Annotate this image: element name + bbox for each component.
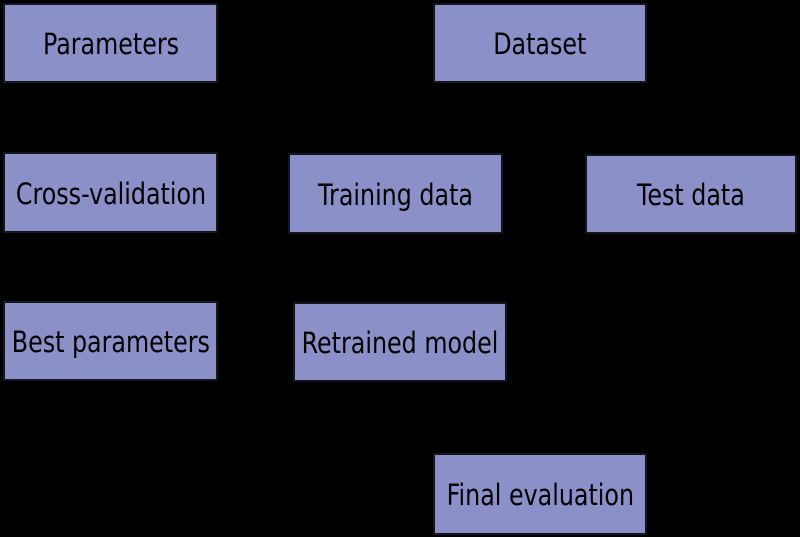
node-dataset-label: Dataset bbox=[493, 27, 587, 61]
node-final-evaluation-label: Final evaluation bbox=[446, 478, 634, 512]
node-test-data-label: Test data bbox=[637, 178, 745, 212]
node-parameters-label: Parameters bbox=[42, 27, 179, 61]
node-cross-validation-label: Cross-validation bbox=[15, 176, 206, 211]
node-best-parameters-label: Best parameters bbox=[11, 325, 210, 359]
node-cross-validation: Cross-validation bbox=[3, 152, 218, 233]
node-dataset: Dataset bbox=[433, 3, 647, 83]
node-best-parameters: Best parameters bbox=[3, 301, 218, 381]
node-retrained-model-label: Retrained model bbox=[301, 326, 499, 360]
node-final-evaluation: Final evaluation bbox=[433, 453, 647, 535]
node-retrained-model: Retrained model bbox=[293, 302, 507, 382]
node-parameters: Parameters bbox=[3, 3, 218, 83]
node-training-data-label: Training data bbox=[318, 177, 473, 212]
node-test-data: Test data bbox=[585, 154, 797, 234]
node-training-data: Training data bbox=[288, 153, 503, 234]
